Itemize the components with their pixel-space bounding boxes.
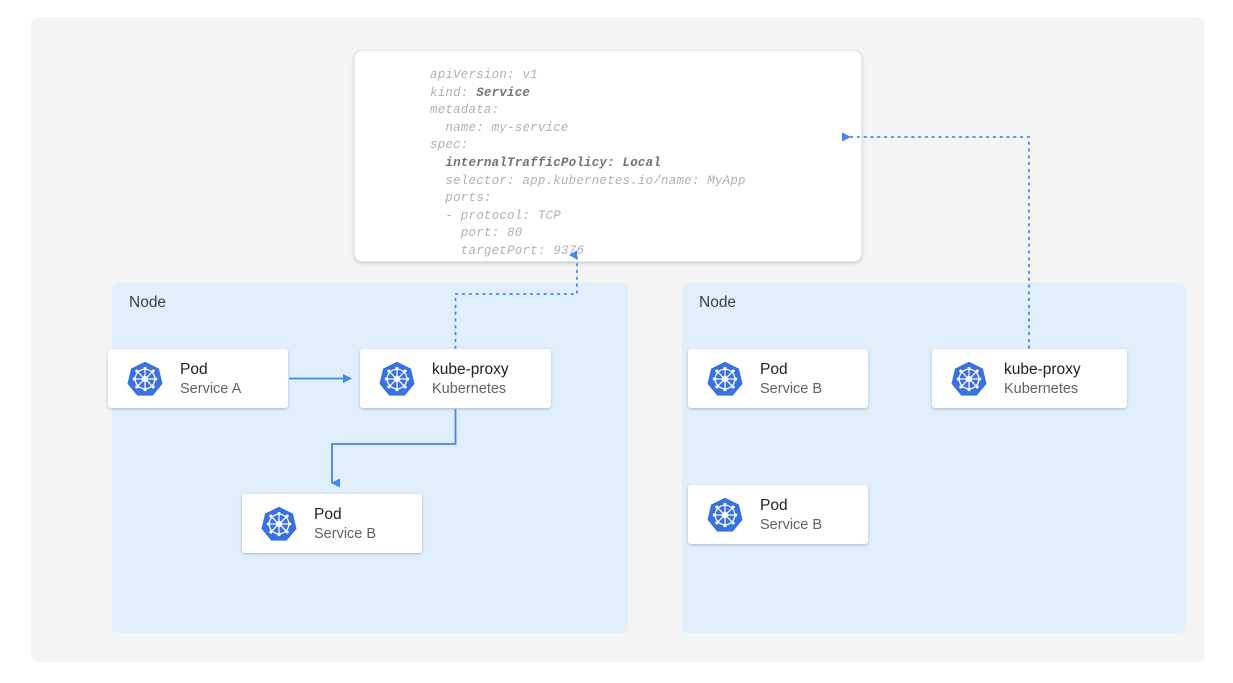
card-title: kube-proxy — [432, 360, 509, 378]
card-subtitle: Kubernetes — [432, 380, 507, 397]
card-text: Pod Service B — [760, 359, 822, 398]
kubernetes-icon — [261, 506, 297, 541]
card-pod-service-b-right-upper[interactable]: Pod Service B — [688, 349, 868, 408]
yaml-line-kind: kind: Service — [430, 85, 531, 100]
card-pod-service-a[interactable]: Pod Service A — [108, 349, 288, 408]
kubernetes-icon — [707, 361, 743, 396]
card-title: Pod — [760, 360, 788, 378]
kubernetes-icon — [127, 361, 163, 396]
yaml-line-name: name: my-service — [430, 120, 569, 135]
card-pod-service-b-right-lower[interactable]: Pod Service B — [688, 485, 868, 544]
yaml-line-targetport: targetPort: 9376 — [430, 243, 585, 258]
card-kube-proxy-left[interactable]: kube-proxy Kubernetes — [360, 349, 551, 408]
diagram-canvas: apiVersion: v1 kind: Service metadata: nam… — [31, 17, 1205, 662]
node-panel-left: Node — [112, 283, 628, 633]
yaml-kind-value: Service — [476, 85, 531, 100]
service-yaml-text: apiVersion: v1 kind: Service metadata: nam… — [430, 67, 746, 261]
yaml-line-ports: ports: — [430, 191, 492, 206]
node-panel-right: Node — [682, 283, 1186, 633]
yaml-line-protocol: - protocol: TCP — [430, 208, 561, 223]
yaml-line-spec: spec: — [430, 138, 469, 153]
yaml-internal-traffic-policy-value: internalTrafficPolicy: Local — [445, 155, 662, 170]
card-text: Pod Service B — [760, 495, 822, 534]
yaml-line-metadata: metadata: — [430, 103, 500, 118]
yaml-line-port: port: 80 — [430, 226, 523, 241]
yaml-line-internal-traffic-policy: internalTrafficPolicy: Local — [430, 155, 746, 173]
yaml-line-selector: selector: app.kubernetes.io/name: MyApp — [430, 173, 746, 188]
card-subtitle: Service A — [180, 380, 242, 397]
card-title: Pod — [760, 496, 788, 514]
card-subtitle: Service B — [314, 525, 377, 542]
card-subtitle: Kubernetes — [1004, 380, 1079, 397]
service-yaml-card: apiVersion: v1 kind: Service metadata: nam… — [354, 50, 862, 262]
card-text: kube-proxy Kubernetes — [1004, 359, 1081, 398]
kubernetes-icon — [379, 361, 415, 396]
card-title: kube-proxy — [1004, 360, 1081, 378]
card-title: Pod — [314, 505, 342, 523]
card-subtitle: Service B — [760, 516, 823, 533]
kubernetes-icon — [951, 361, 987, 396]
card-title: Pod — [180, 360, 208, 378]
card-kube-proxy-right[interactable]: kube-proxy Kubernetes — [932, 349, 1127, 408]
yaml-line-apiversion: apiVersion: v1 — [430, 68, 538, 82]
card-subtitle: Service B — [760, 380, 823, 397]
card-text: Pod Service A — [180, 359, 241, 398]
node-label-left: Node — [129, 294, 167, 311]
card-text: kube-proxy Kubernetes — [432, 359, 509, 398]
card-pod-service-b-left[interactable]: Pod Service B — [242, 494, 422, 553]
node-label-right: Node — [699, 294, 737, 311]
card-text: Pod Service B — [314, 504, 376, 543]
kubernetes-icon — [707, 497, 743, 532]
